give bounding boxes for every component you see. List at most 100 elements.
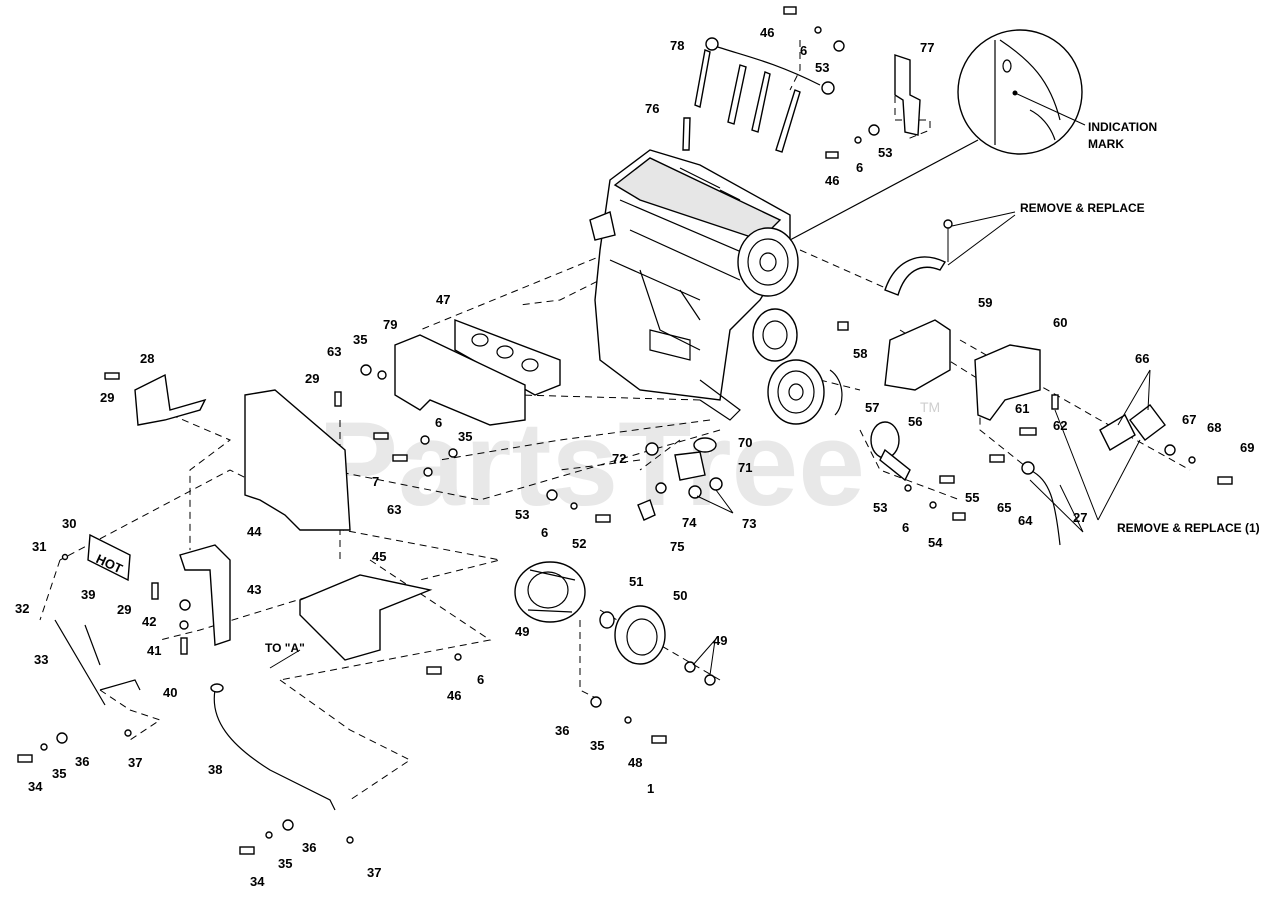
callout-29: 29: [305, 371, 319, 386]
housing-56: [870, 421, 911, 482]
callout-68: 68: [1207, 420, 1221, 435]
oring-70: [693, 437, 717, 453]
callout-33: 33: [34, 652, 48, 667]
callout-76: 76: [645, 101, 659, 116]
callout-36: 36: [302, 840, 316, 855]
callout-6: 6: [477, 672, 484, 687]
callout-49: 49: [515, 624, 529, 639]
callout-55: 55: [965, 490, 979, 505]
fitting-73b: [709, 477, 723, 491]
callout-72: 72: [612, 451, 626, 466]
timing-cover-piece: [884, 211, 1016, 296]
callout-53: 53: [515, 507, 529, 522]
callout-35: 35: [278, 856, 292, 871]
callout-69: 69: [1240, 440, 1254, 455]
bracket-28: [134, 373, 207, 426]
fitting-73a: [688, 485, 702, 499]
callout-53: 53: [873, 500, 887, 515]
hot-label-30: HOT: [87, 533, 131, 582]
heat-shield-44: [244, 389, 351, 531]
sensor-65: [1021, 461, 1035, 475]
coupling-66b: [1129, 404, 1166, 441]
rod-33: [54, 619, 106, 706]
callout-35: 35: [52, 766, 66, 781]
callout-6: 6: [856, 160, 863, 175]
callout-48: 48: [628, 755, 642, 770]
alternator-49: [514, 561, 586, 623]
callout-43: 43: [247, 582, 261, 597]
callout-35: 35: [590, 738, 604, 753]
callout-34: 34: [28, 779, 43, 794]
callout-45: 45: [372, 549, 386, 564]
callout-27: 27: [1073, 510, 1087, 525]
callout-73: 73: [742, 516, 756, 531]
seal-57: [829, 369, 843, 416]
callout-77: 77: [920, 40, 934, 55]
callout-7: 7: [372, 474, 379, 489]
figure-number: 1: [647, 781, 654, 796]
callout-37: 37: [128, 755, 142, 770]
leader-lines: [269, 369, 1151, 676]
indication-mark-detail: [789, 29, 1086, 241]
engine-assembly: [589, 149, 825, 425]
callout-36: 36: [75, 754, 89, 769]
callout-63: 63: [327, 344, 341, 359]
callout-29: 29: [117, 602, 131, 617]
callout-28: 28: [140, 351, 154, 366]
callout-56: 56: [908, 414, 922, 429]
engine-mount-59: [884, 319, 951, 391]
callout-34: 34: [250, 874, 265, 889]
note-indication-line-2: MARK: [1088, 137, 1124, 151]
engine-mount-60: [974, 344, 1041, 421]
callout-67: 67: [1182, 412, 1196, 427]
callout-70: 70: [738, 435, 752, 450]
callout-labels: 46 6 78 53 77 76 46 6 53 59 60 66 67 68 …: [15, 25, 1254, 889]
callout-59: 59: [978, 295, 992, 310]
callout-36: 36: [555, 723, 569, 738]
callout-29: 29: [100, 390, 114, 405]
callout-49: 49: [713, 633, 727, 648]
callout-71: 71: [738, 460, 752, 475]
spark-plug-76: [682, 117, 691, 151]
callout-38: 38: [208, 762, 222, 777]
callout-6: 6: [541, 525, 548, 540]
callout-53: 53: [815, 60, 829, 75]
note-remove-replace-1: REMOVE & REPLACE (1): [1117, 521, 1260, 535]
hardware-fasteners: [17, 6, 1233, 855]
callout-65: 65: [997, 500, 1011, 515]
callout-44: 44: [247, 524, 262, 539]
spark-plug-wires: [694, 37, 835, 153]
callout-63: 63: [387, 502, 401, 517]
fitting-72: [645, 442, 659, 456]
housing-71: [674, 451, 706, 481]
note-remove-replace: REMOVE & REPLACE: [1020, 201, 1145, 215]
callout-42: 42: [142, 614, 156, 629]
callout-66: 66: [1135, 351, 1149, 366]
callout-6: 6: [435, 415, 442, 430]
callout-75: 75: [670, 539, 684, 554]
callout-39: 39: [81, 587, 95, 602]
callout-6: 6: [902, 520, 909, 535]
callout-37: 37: [367, 865, 381, 880]
callout-79: 79: [383, 317, 397, 332]
exhaust-manifold-79: [394, 334, 526, 426]
bracket-77: [894, 54, 921, 136]
callout-57: 57: [865, 400, 879, 415]
callout-46: 46: [825, 173, 839, 188]
dipstick-tube-38: [213, 689, 336, 811]
coupling-66a: [1099, 414, 1136, 451]
callout-46: 46: [760, 25, 774, 40]
note-indication-line-1: INDICATION: [1088, 120, 1157, 134]
callout-78: 78: [670, 38, 684, 53]
callout-46: 46: [447, 688, 461, 703]
sensor-74: [655, 482, 667, 494]
callout-53: 53: [878, 145, 892, 160]
callout-6: 6: [800, 43, 807, 58]
callout-61: 61: [1015, 401, 1029, 416]
callout-31: 31: [32, 539, 46, 554]
callout-50: 50: [673, 588, 687, 603]
callout-35: 35: [353, 332, 367, 347]
watermark: PartsTree: [318, 397, 865, 531]
bracket-43: [179, 544, 231, 646]
